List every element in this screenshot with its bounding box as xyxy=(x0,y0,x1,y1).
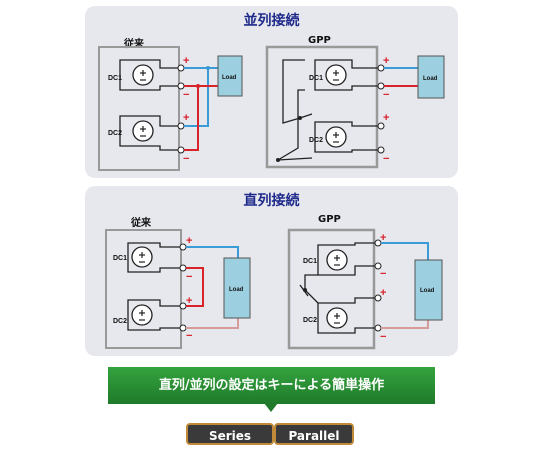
parallel-gpp-circuit xyxy=(265,45,445,169)
mode-switch-banner: 直列/並列の設定はキーによる簡単操作 xyxy=(108,367,435,404)
parallel-conventional-load-label: Load xyxy=(222,75,237,81)
gpp-series-dc1-source-icon xyxy=(326,249,348,271)
parallel-gpp-label: GPP xyxy=(308,35,331,46)
series-dc2-source-icon xyxy=(131,304,153,326)
parallel-title: 並列接続 xyxy=(243,13,300,29)
pc-plus-1: + xyxy=(183,55,189,67)
series-gpp-load-label: Load xyxy=(420,288,435,294)
series-gpp-dc2-label: DC2 xyxy=(303,317,317,324)
parallel-gpp-frame xyxy=(265,45,379,169)
sc-plus-2: + xyxy=(186,295,192,307)
dc1-source-icon xyxy=(132,64,154,86)
sg-minus-1: − xyxy=(380,268,386,280)
sc-minus-2: − xyxy=(186,330,192,342)
parallel-conventional-dc2-label: DC2 xyxy=(108,130,122,137)
pg-minus-1: − xyxy=(383,89,389,101)
pg-plus-2: + xyxy=(383,112,389,124)
parallel-conventional-load xyxy=(217,55,243,97)
sg-plus-1: + xyxy=(380,232,386,244)
gpp-dc2-source-icon xyxy=(325,126,347,148)
pc-minus-2: − xyxy=(183,153,189,165)
series-gpp-frame xyxy=(287,228,376,350)
gpp-series-dc2-source-icon xyxy=(326,307,348,329)
dc2-source-icon xyxy=(132,120,154,142)
gpp-dc1-source-icon xyxy=(325,64,347,86)
parallel-gpp-load-label: Load xyxy=(423,76,438,82)
parallel-conventional-label: 従来 xyxy=(124,39,144,50)
pg-minus-2: − xyxy=(383,153,389,165)
parallel-gpp-dc2-label: DC2 xyxy=(309,137,323,144)
parallel-conventional-circuit xyxy=(98,46,243,171)
pc-minus-1: − xyxy=(183,89,189,101)
sg-plus-2: + xyxy=(380,287,386,299)
series-conventional-dc1-label: DC1 xyxy=(113,255,127,262)
series-conventional-load-label: Load xyxy=(229,287,244,293)
series-conventional-circuit xyxy=(105,229,251,349)
pg-plus-1: + xyxy=(383,55,389,67)
series-dc1-source-icon xyxy=(131,246,153,268)
series-gpp-load xyxy=(414,259,443,321)
parallel-conventional-positive-wires xyxy=(184,67,218,127)
parallel-conventional-negative-wires xyxy=(184,85,218,151)
series-title: 直列接続 xyxy=(243,193,300,209)
series-gpp-label: GPP xyxy=(318,214,341,225)
series-gpp-circuit xyxy=(287,228,443,350)
banner-pointer-icon xyxy=(264,403,278,412)
series-conventional-load xyxy=(223,257,251,319)
parallel-gpp-load xyxy=(417,55,445,99)
series-conventional-dc2-label: DC2 xyxy=(113,318,127,325)
parallel-conventional-dc1-label: DC1 xyxy=(108,75,122,82)
parallel-key-button[interactable]: Parallel xyxy=(274,423,354,445)
sc-minus-1: − xyxy=(186,271,192,283)
parallel-panel: 並列接続 従来 GPP xyxy=(85,6,458,178)
series-conventional-frame xyxy=(105,229,182,349)
sg-minus-2: − xyxy=(380,331,386,343)
parallel-conventional-frame xyxy=(98,46,180,171)
parallel-gpp-dc1-label: DC1 xyxy=(309,75,323,82)
sc-plus-1: + xyxy=(186,235,192,247)
series-conventional-label: 従来 xyxy=(131,218,151,229)
series-gpp-dc1-label: DC1 xyxy=(303,258,317,265)
series-key-button[interactable]: Series xyxy=(186,423,274,445)
pc-plus-2: + xyxy=(183,112,189,124)
